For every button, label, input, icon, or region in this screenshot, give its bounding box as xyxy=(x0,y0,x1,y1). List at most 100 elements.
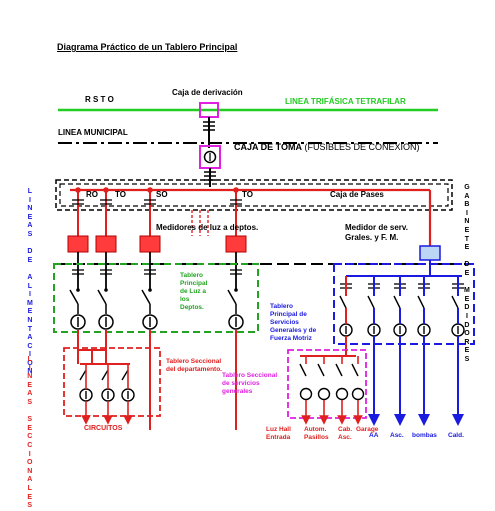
load-label-aa: AA xyxy=(369,432,379,439)
three-phase-line-label: LINEA TRIFÁSICA TETRAFILAR xyxy=(285,97,406,106)
vertical-letter xyxy=(29,408,31,417)
service-meter-label-2: Grales. y F. M. xyxy=(345,233,399,242)
vertical-letter: N xyxy=(27,205,33,213)
load-label-garage: Garage xyxy=(356,426,379,433)
vertical-letter: T xyxy=(464,235,470,243)
services-subpanel xyxy=(287,349,367,419)
vertical-letter: E xyxy=(27,424,33,432)
junction-box xyxy=(55,179,453,211)
vertical-letter: M xyxy=(464,287,470,295)
diagram-stage: Diagrama Práctico de un Tablero Principa… xyxy=(27,42,475,509)
vertical-letter: I xyxy=(28,196,31,204)
vertical-letter: S xyxy=(27,230,33,238)
vertical-letter: N xyxy=(27,373,33,381)
junction-box-label: Caja de Pases xyxy=(330,190,384,199)
vertical-letter: E xyxy=(464,269,470,277)
vertical-letter xyxy=(466,253,468,262)
service-entrance-label: CAJA DE TOMA (FUSIBLES DE CONEXION) xyxy=(234,142,420,152)
vertical-letter: D xyxy=(464,321,470,329)
vertical-letter: A xyxy=(27,476,33,484)
load-label-pasillos: Autom.Pasillos xyxy=(304,426,329,441)
vertical-letter: A xyxy=(27,334,33,342)
vertical-letter: D xyxy=(464,304,470,312)
vertical-letter: N xyxy=(464,218,470,226)
vertical-letter xyxy=(29,265,31,274)
service-meter-label-1: Medidor de serv. xyxy=(345,223,408,232)
feeder-label-to: TO xyxy=(115,190,126,199)
vertical-letter: S xyxy=(27,502,33,510)
load-label-cald: Cald. xyxy=(448,432,464,439)
vertical-letter: L xyxy=(27,356,32,363)
vertical-letter xyxy=(466,279,468,288)
feeder-label-so: SO xyxy=(156,190,168,199)
vertical-letter: O xyxy=(464,330,470,338)
feeder-label-to-2: TO xyxy=(242,190,253,199)
service-entrance-note: (FUSIBLES DE CONEXION) xyxy=(304,142,420,152)
main-lighting-panel xyxy=(53,263,259,333)
vertical-letter: S xyxy=(464,355,470,363)
vertical-letter: T xyxy=(27,325,33,333)
load-label-bombas: bombas xyxy=(412,432,437,439)
vertical-letter: E xyxy=(27,213,33,221)
service-meter xyxy=(419,245,441,261)
vertical-letter: E xyxy=(464,226,470,234)
vertical-letter: E xyxy=(464,347,470,355)
vertical-letter: S xyxy=(27,416,33,424)
vertical-letter: L xyxy=(27,282,33,290)
vertical-letter: C xyxy=(27,433,33,441)
vertical-letter: O xyxy=(27,359,33,367)
feeder-label-ro: RO xyxy=(86,190,98,199)
vertical-letter: E xyxy=(27,256,33,264)
vertical-letter: S xyxy=(27,398,33,406)
vertical-letter: E xyxy=(27,381,33,389)
vertical-letter: N xyxy=(27,316,33,324)
services-subpanel-label: Tablero Seccional de servicios generales xyxy=(222,372,278,395)
municipal-line-label: LINEA MUNICIPAL xyxy=(58,128,128,137)
vertical-letter: I xyxy=(465,209,468,217)
vertical-letter: D xyxy=(464,261,470,269)
vertical-letter: A xyxy=(464,192,470,200)
load-label-asc: Asc. xyxy=(390,432,404,439)
vertical-letter: C xyxy=(27,441,33,449)
main-lighting-panel-label: Tablero Principal de Luz a los Deptos. xyxy=(180,272,208,311)
feeder-drops xyxy=(77,190,237,236)
vertical-letter: I xyxy=(28,351,31,359)
vertical-letter xyxy=(29,240,31,249)
service-entrance-title: CAJA DE TOMA xyxy=(234,142,303,152)
circuits-label: CIRCUITOS xyxy=(84,425,123,432)
apartment-subpanel-label: Tablero Seccional del departamento. xyxy=(166,358,222,373)
vertical-letter: B xyxy=(464,201,470,209)
vertical-letter: L xyxy=(27,188,33,195)
vertical-letter: N xyxy=(27,467,33,475)
vertical-letter: N xyxy=(27,368,33,376)
diagram-title: Diagrama Práctico de un Tablero Principa… xyxy=(57,42,238,52)
vertical-letter: I xyxy=(465,312,468,320)
derivation-box-label: Caja de derivación xyxy=(172,88,243,97)
vertical-letter: L xyxy=(27,484,32,492)
vertical-letter: G xyxy=(464,184,470,191)
wiring-diagram xyxy=(53,102,475,430)
vertical-letter: I xyxy=(28,450,31,458)
vertical-letter: A xyxy=(27,222,33,230)
vertical-letter: I xyxy=(28,364,31,372)
vertical-letter: D xyxy=(27,248,33,256)
vertical-letter: O xyxy=(27,459,33,467)
vertical-letter: C xyxy=(27,342,33,350)
vertical-letter: I xyxy=(28,291,31,299)
vertical-letter: R xyxy=(464,338,470,346)
vertical-letter: E xyxy=(27,308,33,316)
load-label-cabin: Cab.Asc. xyxy=(338,426,353,441)
services-panel xyxy=(333,263,475,345)
apartment-meters-label: Medidores de luz a deptos. xyxy=(156,223,259,232)
vertical-letter: A xyxy=(27,273,33,281)
vertical-letter: E xyxy=(464,244,470,252)
rsto-label: R S T O xyxy=(85,95,114,104)
apartment-meters xyxy=(67,235,247,253)
services-panel-label: Tablero Principal de Servicios Generales… xyxy=(270,303,317,342)
vertical-letter: E xyxy=(464,295,470,303)
vertical-letter: M xyxy=(27,299,33,307)
